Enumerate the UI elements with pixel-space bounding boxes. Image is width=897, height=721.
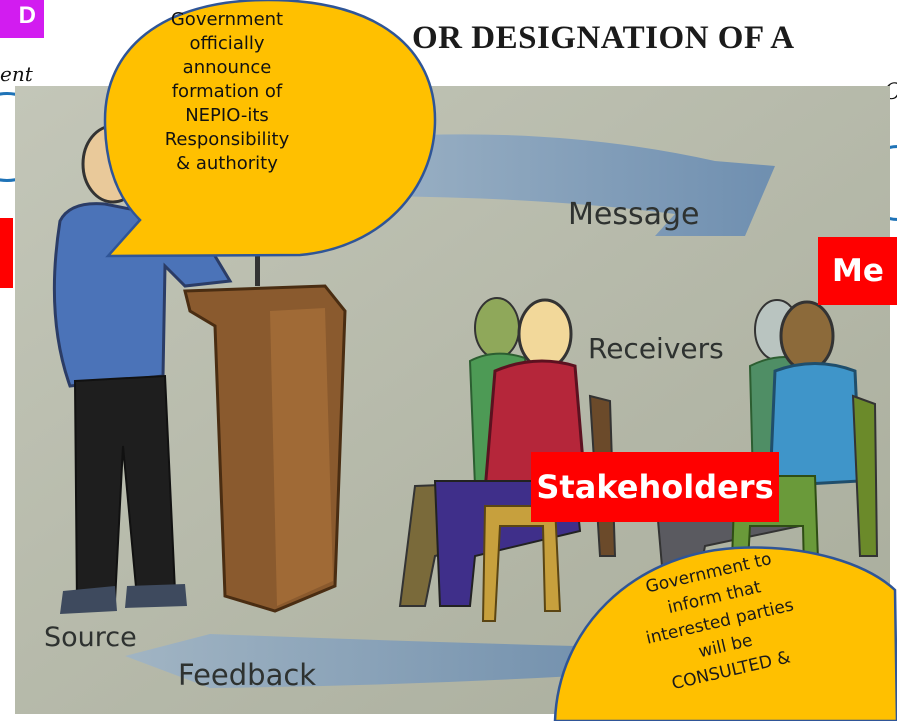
source-label: Source <box>44 622 137 653</box>
callout-top-line: officially <box>189 33 265 54</box>
left-italic-text: ent <box>0 62 33 86</box>
title-tab: D <box>0 0 44 38</box>
stakeholders-box: Stakeholders <box>531 452 779 522</box>
title-tab-text: D <box>18 2 36 29</box>
media-box: Me <box>818 237 897 305</box>
callout-top-text: Government officially announce formation… <box>142 8 312 176</box>
message-label: Message <box>568 197 700 232</box>
receivers-label: Receivers <box>588 332 724 365</box>
callout-top-line: Responsibility <box>164 129 290 150</box>
callout-top-line: NEPIO-its <box>185 105 269 126</box>
slide-title: OR DESIGNATION OF A <box>412 20 795 56</box>
callout-top-line: & authority <box>176 153 278 174</box>
callout-top-line: formation of <box>171 81 283 102</box>
left-red-box <box>0 218 13 288</box>
callout-top-line: Government <box>170 9 284 30</box>
feedback-label: Feedback <box>178 658 317 692</box>
callout-top-line: announce <box>182 57 272 78</box>
message-arrow <box>330 134 775 236</box>
callout-top-shape <box>103 0 437 258</box>
podium <box>183 246 347 613</box>
callout-bottom-shape <box>553 546 897 721</box>
feedback-arrow <box>125 634 575 688</box>
